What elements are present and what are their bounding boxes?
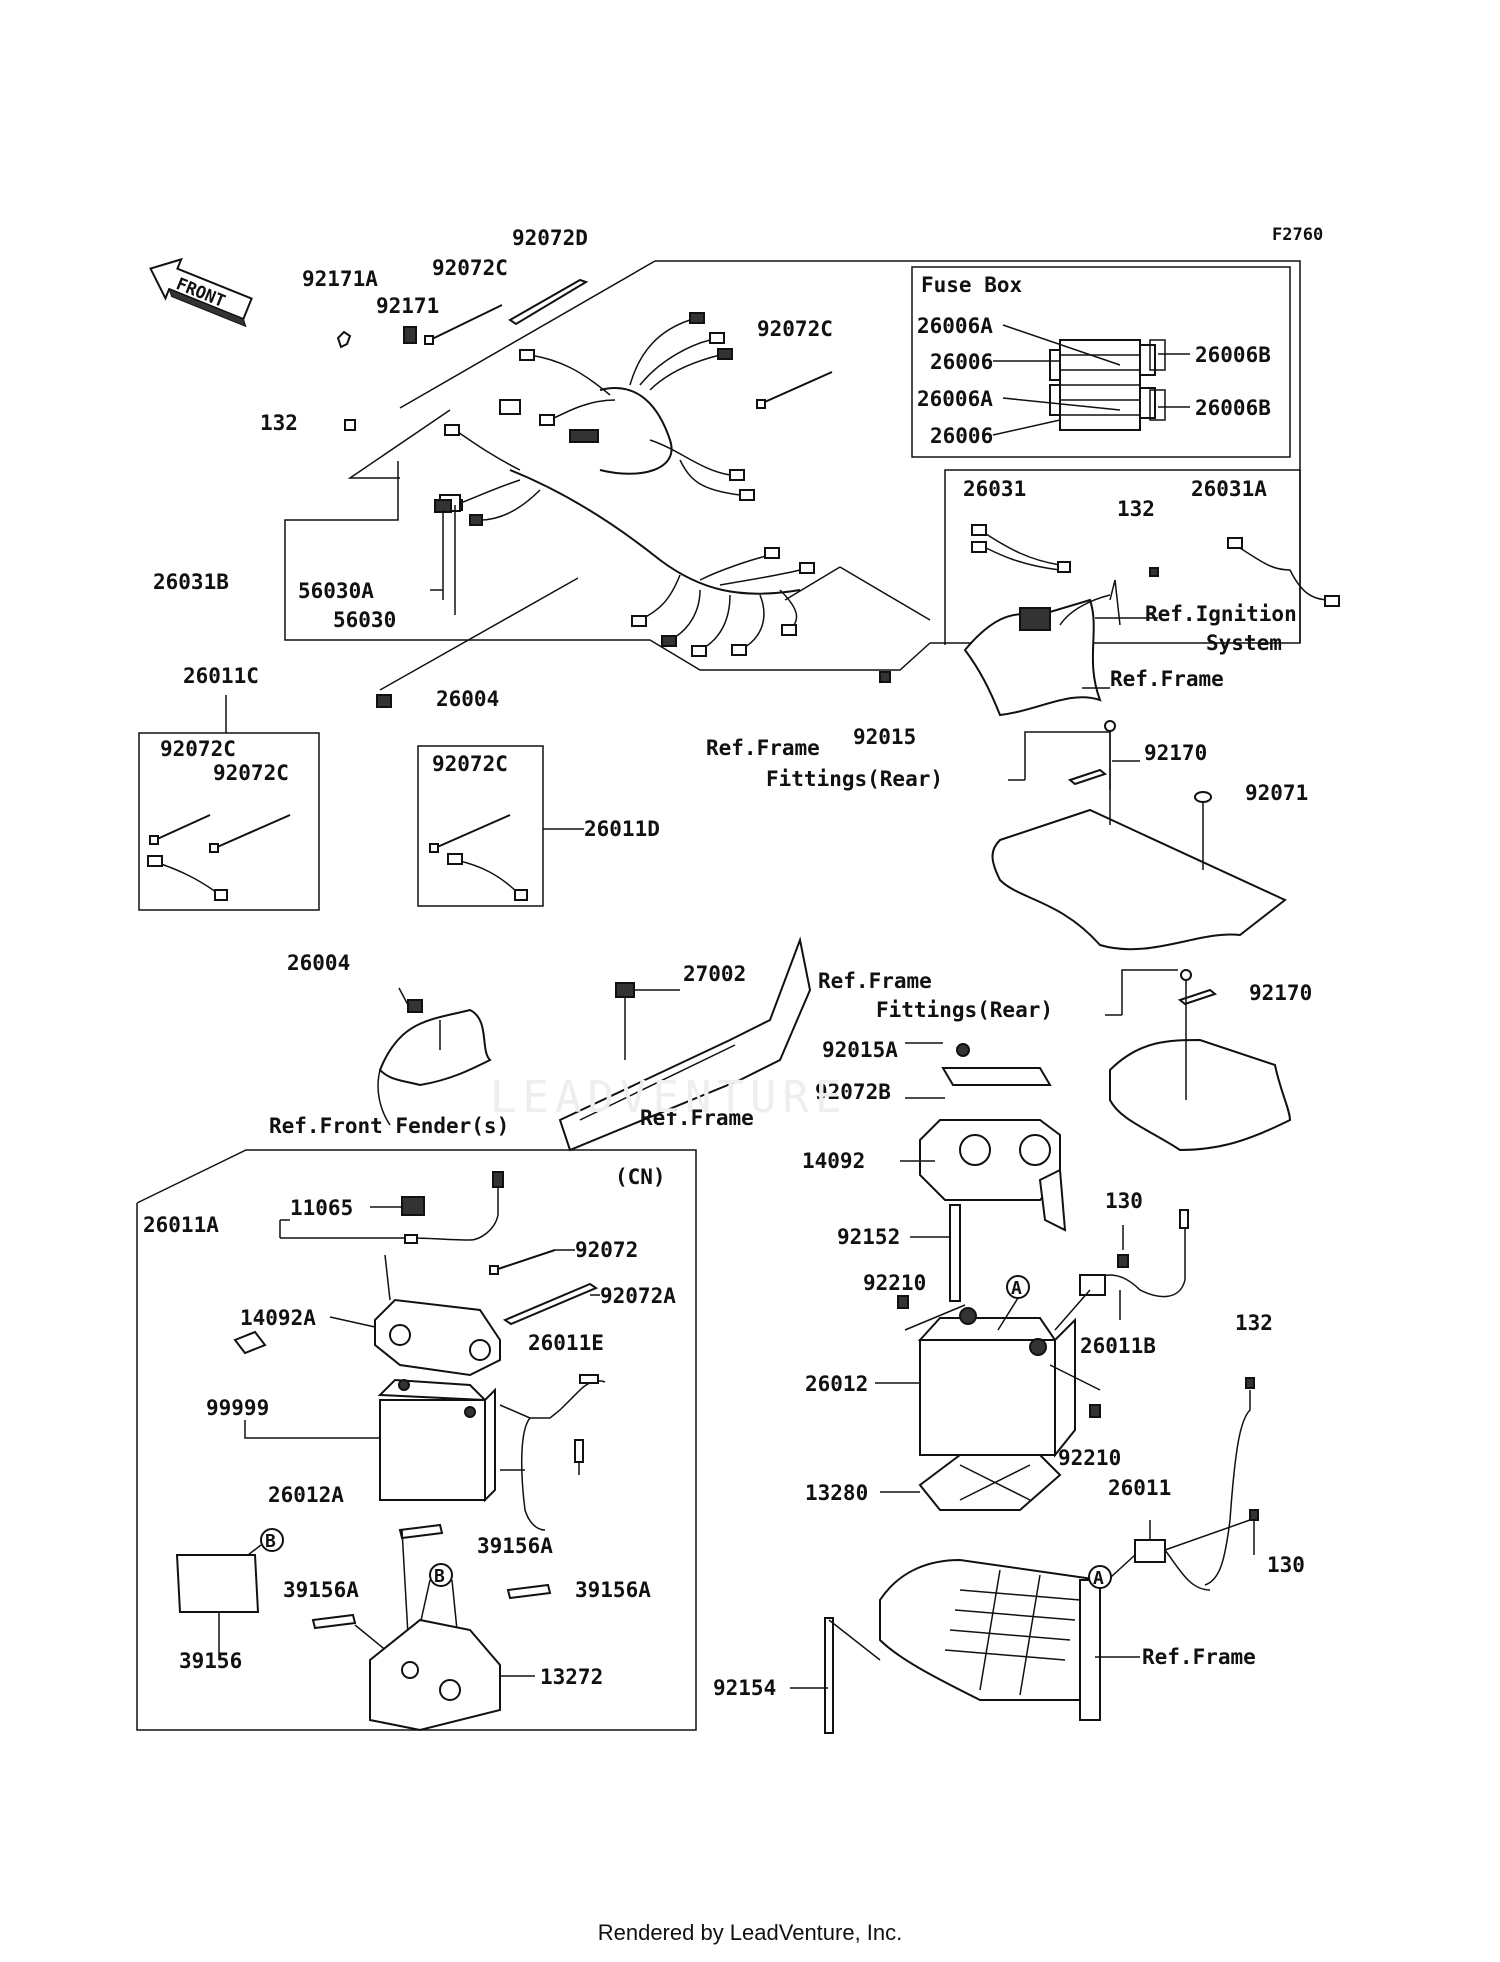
part-label-39156A-2: 39156A xyxy=(575,1578,651,1602)
part-label-92210-1: 92210 xyxy=(863,1271,926,1295)
ref-fittings-rear-1: Fittings(Rear) xyxy=(766,767,943,791)
ref-fittings-rear-2: Fittings(Rear) xyxy=(876,998,1053,1022)
part-label-92072A: 92072A xyxy=(600,1284,676,1308)
part-label-99999: 99999 xyxy=(206,1396,269,1420)
part-label-14092: 14092 xyxy=(802,1149,865,1173)
clip-92171 xyxy=(403,326,417,344)
frame-cross-member xyxy=(558,936,812,1152)
callout-b-left: B xyxy=(260,1528,284,1552)
part-label-56030A: 56030A xyxy=(298,579,374,603)
box-26011D xyxy=(417,745,584,907)
part-label-14092A: 14092A xyxy=(240,1306,316,1330)
part-label-132-2: 132 xyxy=(1117,497,1155,521)
box-26011C xyxy=(138,695,320,911)
part-label-132-1: 132 xyxy=(260,411,298,435)
part-label-92072C-2: 92072C xyxy=(757,317,833,341)
ignition-frame-group xyxy=(944,469,1340,717)
ref-front-fender: Ref.Front Fender(s) xyxy=(269,1114,509,1138)
part-label-92072: 92072 xyxy=(575,1238,638,1262)
part-label-56030: 56030 xyxy=(333,608,396,632)
part-label-92152: 92152 xyxy=(837,1225,900,1249)
part-label-92015A: 92015A xyxy=(822,1038,898,1062)
part-label-26031: 26031 xyxy=(963,477,1026,501)
part-label-27002: 27002 xyxy=(683,962,746,986)
fuse-label-26006B-bottom: 26006B xyxy=(1195,396,1271,420)
part-label-11065: 11065 xyxy=(290,1196,353,1220)
callout-a-top: A xyxy=(1006,1275,1030,1299)
part-label-26012: 26012 xyxy=(805,1372,868,1396)
part-label-13280: 13280 xyxy=(805,1481,868,1505)
ref-frame-1: Ref.Frame xyxy=(1110,667,1224,691)
part-label-39156A-1: 39156A xyxy=(477,1534,553,1558)
harness-connectors xyxy=(439,312,815,657)
part-label-26012A: 26012A xyxy=(268,1483,344,1507)
part-label-26004-2: 26004 xyxy=(287,951,350,975)
fuse-box-title: Fuse Box xyxy=(921,273,1023,297)
part-labels: 92171A 92072C 92072D 92171 92072C 132 26… xyxy=(143,226,1312,1700)
battery-right-group xyxy=(790,1042,1259,1734)
ref-frame-2: Ref.Frame xyxy=(706,736,820,760)
part-label-92071: 92071 xyxy=(1245,781,1308,805)
part-label-26011C: 26011C xyxy=(183,664,259,688)
part-label-92072D: 92072D xyxy=(512,226,588,250)
ref-frame-3: Ref.Frame xyxy=(818,969,932,993)
cn-label: (CN) xyxy=(615,1165,666,1189)
rear-fittings-upper xyxy=(991,720,1287,951)
part-label-39156A-3: 39156A xyxy=(283,1578,359,1602)
fuse-box-group: Fuse Box 26006A 26006 26006A 26006 26006… xyxy=(911,266,1291,458)
part-label-26004-1: 26004 xyxy=(436,687,499,711)
main-harness-group xyxy=(284,260,1301,708)
rear-fittings-lower xyxy=(1105,969,1292,1152)
part-label-26011A: 26011A xyxy=(143,1213,219,1237)
callout-a-top-label: A xyxy=(1011,1278,1022,1299)
callout-b-mid: B xyxy=(429,1563,453,1587)
fuse-label-26006B-top: 26006B xyxy=(1195,343,1271,367)
front-arrow-icon: FRONT xyxy=(149,257,253,328)
front-fender-group xyxy=(377,987,492,1126)
fuse-label-26006-top: 26006 xyxy=(930,350,993,374)
footer-credit: Rendered by LeadVenture, Inc. xyxy=(597,1920,903,1945)
part-label-26011: 26011 xyxy=(1108,1476,1171,1500)
callout-a-bottom: A xyxy=(1088,1565,1112,1589)
figure-code: F2760 xyxy=(1272,225,1323,245)
part-label-130-2: 130 xyxy=(1267,1553,1305,1577)
ref-ignition-line2: System xyxy=(1206,631,1282,655)
part-label-39156: 39156 xyxy=(179,1649,242,1673)
part-label-92154: 92154 xyxy=(713,1676,776,1700)
fuse-box-icon xyxy=(1049,339,1166,431)
part-label-92072C-4: 92072C xyxy=(213,761,289,785)
part-label-92015: 92015 xyxy=(853,725,916,749)
fuse-label-26006A-bottom: 26006A xyxy=(917,387,993,411)
clip-92171A xyxy=(336,330,352,349)
part-label-92072C-5: 92072C xyxy=(432,752,508,776)
ref-ignition-line1: Ref.Ignition xyxy=(1145,602,1297,626)
part-label-132-3: 132 xyxy=(1235,1311,1273,1335)
part-label-130-1: 130 xyxy=(1105,1189,1143,1213)
part-label-26011D: 26011D xyxy=(584,817,660,841)
part-label-26031B: 26031B xyxy=(153,570,229,594)
part-label-92072C-1: 92072C xyxy=(432,256,508,280)
part-label-92210-2: 92210 xyxy=(1058,1446,1121,1470)
callout-b-left-label: B xyxy=(265,1531,276,1552)
ref-frame-5: Ref.Frame xyxy=(1142,1645,1256,1669)
part-label-92170-1: 92170 xyxy=(1144,741,1207,765)
ref-frame-4: Ref.Frame xyxy=(640,1106,754,1130)
part-label-13272: 13272 xyxy=(540,1665,603,1689)
fuse-label-26006A-top: 26006A xyxy=(917,314,993,338)
part-label-26011B: 26011B xyxy=(1080,1334,1156,1358)
part-label-26031A: 26031A xyxy=(1191,477,1267,501)
part-label-92171: 92171 xyxy=(376,294,439,318)
part-label-92171A: 92171A xyxy=(302,267,378,291)
callout-b-mid-label: B xyxy=(434,1566,445,1587)
part-label-92170-2: 92170 xyxy=(1249,981,1312,1005)
watermark: LEADVENTURE xyxy=(490,1072,847,1123)
cn-box: (CN) xyxy=(136,1149,697,1732)
fuse-label-26006-bottom: 26006 xyxy=(930,424,993,448)
callout-a-bottom-label: A xyxy=(1093,1568,1104,1589)
part-label-92072B: 92072B xyxy=(815,1080,891,1104)
part-label-26011E: 26011E xyxy=(528,1331,604,1355)
part-label-92072C-3: 92072C xyxy=(160,737,236,761)
